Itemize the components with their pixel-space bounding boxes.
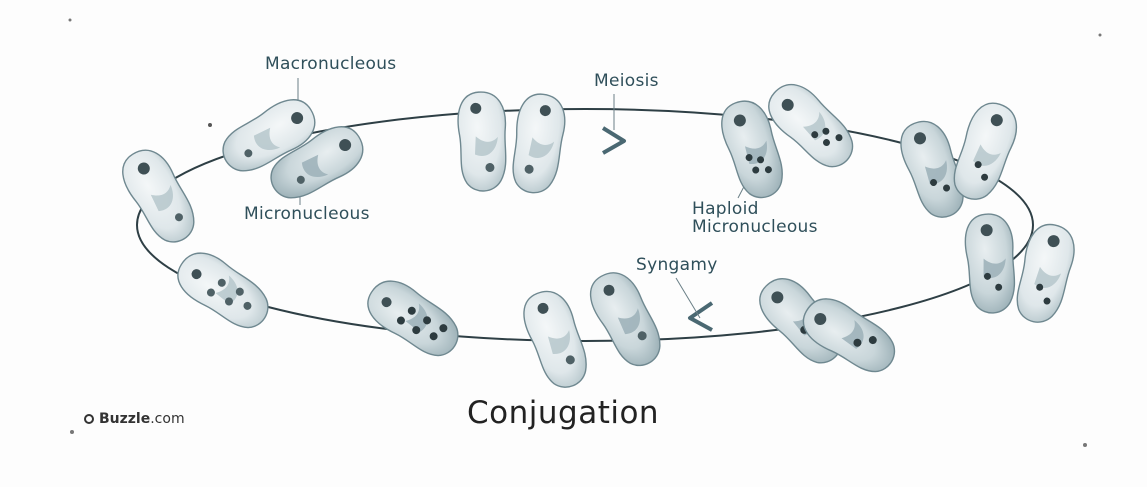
cell-stage-separation	[516, 264, 672, 394]
meiosis-label: Meiosis	[594, 72, 659, 90]
scan-speck	[1083, 443, 1087, 447]
syngamy-leader-line	[676, 278, 700, 318]
cell-stage-meiosis	[714, 75, 864, 204]
credit-domain: .com	[150, 411, 184, 427]
macronucleus-label: Macronucleous	[265, 55, 396, 73]
haploid-label-line1: Haploid	[692, 200, 818, 218]
haploid-micronucleus-label: Haploid Micronucleous	[692, 200, 818, 236]
cell-stage-syngamy	[750, 269, 904, 381]
diagram-title: Conjugation	[467, 395, 659, 431]
cell-stage-exchange	[893, 97, 1023, 223]
scan-speck	[70, 430, 74, 434]
credit-brand: Buzzle	[99, 411, 150, 427]
cell-stage-nuclear-division	[169, 244, 278, 337]
syngamy-label: Syngamy	[636, 256, 718, 274]
scan-speck	[208, 123, 212, 127]
cell-stage-single	[113, 141, 206, 250]
cell-stage-division	[359, 272, 468, 365]
cell-stage-joined	[456, 90, 568, 195]
haploid-label-line2: Micronucleous	[692, 218, 818, 236]
meiosis-arrow	[603, 128, 624, 153]
cell-stage-pairing	[215, 90, 372, 210]
scan-speck	[69, 19, 72, 22]
micronucleus-label: Micronucleous	[244, 205, 370, 223]
copyright-icon	[84, 414, 94, 424]
scan-speck	[1099, 34, 1102, 37]
source-credit: Buzzle.com	[84, 411, 185, 427]
cell-stage-fusion	[962, 212, 1079, 327]
